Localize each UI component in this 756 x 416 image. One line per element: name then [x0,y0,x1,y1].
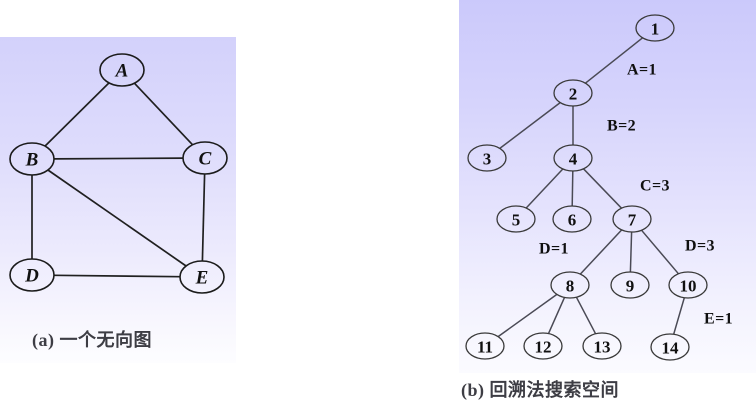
node-label-E: E [195,268,209,289]
edge-B-C [53,157,184,160]
node-1: 1 [635,14,675,42]
node-outline-E [179,260,225,294]
node-outline-14 [650,333,690,361]
node-6: 6 [552,205,592,233]
node-outline-C [182,141,228,175]
graph-nodes: A B C D E [9,53,228,294]
node-outline-3 [467,144,507,172]
edge-2-3 [499,102,561,149]
undirected-graph-canvas: A B C D E [9,53,228,294]
node-12: 12 [523,332,563,360]
node-10: 10 [668,271,708,299]
node-label-D: D [24,266,39,287]
caption-panel-b: (b) 回溯法搜索空间 [461,380,619,400]
edge-1-2 [584,37,644,84]
node-8: 8 [550,271,590,299]
node-outline-13 [582,332,622,360]
node-outline-2 [553,79,593,107]
node-11: 11 [465,332,505,360]
node-label-9: 9 [626,277,635,296]
caption-panel-a: (a) 一个无向图 [32,330,152,350]
node-outline-8 [550,271,590,299]
node-2: 2 [553,79,593,107]
node-label-11: 11 [477,338,493,357]
node-outline-1 [635,14,675,42]
node-13: 13 [582,332,622,360]
node-label-1: 1 [651,20,660,39]
node-7: 7 [612,205,652,233]
node-label-4: 4 [569,150,578,169]
node-14: 14 [650,333,690,361]
edge-7-10 [640,229,680,275]
node-label-A: A [115,61,129,82]
node-label-8: 8 [566,277,575,296]
graph-edges [31,82,206,278]
edge-8-11 [497,293,558,338]
edge-4-7 [582,168,623,209]
panel-undirected-graph: A B C D E [0,37,236,363]
node-label-7: 7 [628,211,637,230]
edge-label-d1: D=1 [539,241,569,258]
node-outline-11 [465,332,505,360]
node-9: 9 [610,271,650,299]
node-5: 5 [496,205,536,233]
node-label-10: 10 [680,277,697,296]
edge-B-E [47,169,187,267]
node-A: A [99,53,145,87]
node-outline-7 [612,205,652,233]
edge-4-6 [571,170,574,207]
edge-7-9 [629,231,633,273]
edge-label-d3: D=3 [685,238,715,255]
node-E: E [179,260,225,294]
node-outline-D [9,258,55,292]
node-C: C [182,141,228,175]
tree-edges [497,37,686,338]
node-label-13: 13 [594,338,611,357]
node-outline-B [9,142,55,176]
edge-label-b2: B=2 [607,118,636,135]
node-label-12: 12 [535,338,552,357]
node-label-2: 2 [569,85,578,104]
node-outline-4 [553,144,593,172]
node-outline-6 [552,205,592,233]
node-outline-A [99,53,145,87]
edge-8-12 [547,297,566,334]
node-label-14: 14 [662,339,680,358]
edge-4-5 [525,168,564,209]
node-label-3: 3 [483,150,492,169]
edge-8-13 [575,296,597,335]
tree-edge-labels: A=1B=2C=3D=1 D=3E=1 [539,62,733,328]
edge-D-E [53,274,181,278]
edge-label-c3: C=3 [640,178,670,195]
node-D: D [9,258,55,292]
node-label-5: 5 [512,211,521,230]
node-outline-12 [523,332,563,360]
edge-A-B [44,82,110,147]
edge-A-C [133,82,194,146]
node-label-6: 6 [568,211,577,230]
node-outline-9 [610,271,650,299]
edge-10-14 [672,297,686,335]
node-outline-5 [496,205,536,233]
edge-label-e1: E=1 [704,311,733,328]
edge-7-8 [579,229,623,275]
node-outline-10 [668,271,708,299]
edge-C-E [201,173,206,262]
edge-label-a1: A=1 [627,62,657,79]
node-label-B: B [25,150,39,171]
node-3: 3 [467,144,507,172]
node-B: B [9,142,55,176]
node-label-C: C [199,149,212,170]
node-4: 4 [553,144,593,172]
